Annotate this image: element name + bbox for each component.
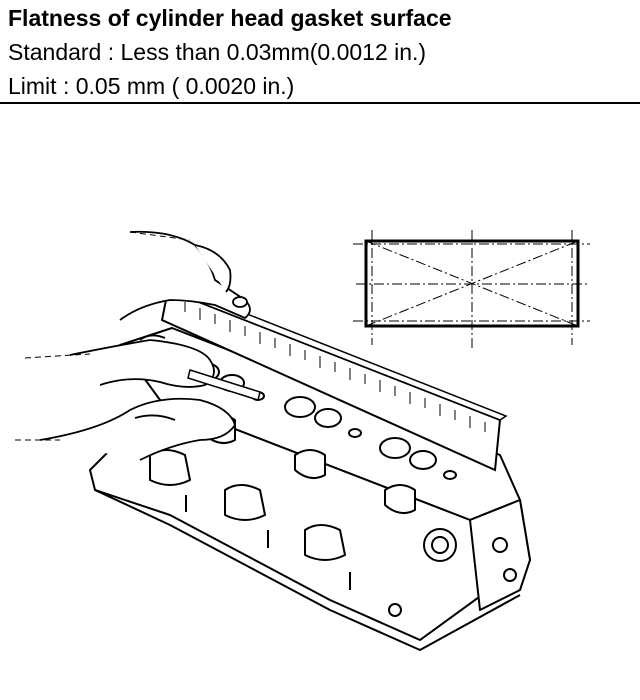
head-bottom-edge: [94, 489, 521, 651]
bolt-boss: [503, 568, 517, 582]
coolant-hole: [348, 428, 362, 438]
hand-holding-straightedge: [119, 230, 251, 321]
manifold-port: [304, 524, 346, 561]
spec-title: Flatness of cylinder head gasket surface: [8, 5, 452, 31]
hand-holding-feeler-gauge: [69, 334, 215, 388]
straightedge: [160, 285, 508, 472]
header-divider: [0, 102, 640, 104]
measurement-pattern-diagram: [353, 230, 590, 350]
valve-port: [379, 437, 411, 459]
manifold-port: [224, 484, 266, 521]
valve-port: [314, 408, 342, 428]
manifold-port: [149, 449, 191, 486]
limit-spec: Limit : 0.05 mm ( 0.0020 in.): [8, 73, 295, 99]
valve-port: [409, 450, 437, 470]
straightedge-graduations: [184, 302, 486, 432]
bolt-boss: [492, 537, 508, 553]
leader-lines: [15, 231, 191, 441]
cam-tower: [294, 449, 326, 480]
standard-spec: Standard : Less than 0.03mm(0.0012 in.): [8, 39, 427, 65]
valve-port: [284, 396, 316, 418]
hand-holding-feeler-gauge-lower: [39, 397, 236, 461]
coolant-hole: [443, 470, 457, 480]
spec-header: Flatness of cylinder head gasket surface…: [8, 2, 632, 103]
end-bore-inner: [431, 536, 449, 554]
feeler-gauge: [187, 369, 261, 401]
head-right-end: [469, 499, 531, 611]
cam-tower: [384, 484, 416, 515]
inspection-illustration: [0, 104, 640, 700]
cylinder-head: [89, 327, 531, 651]
bolt-boss: [388, 603, 402, 617]
